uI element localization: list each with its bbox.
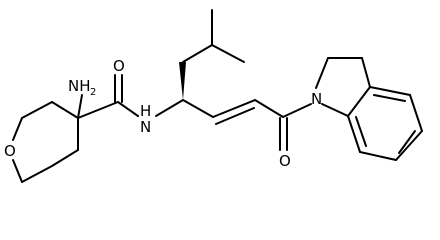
benzene-ring xyxy=(347,86,423,161)
ring-bond xyxy=(12,159,23,183)
amide-nitrogen-label: N xyxy=(140,118,151,136)
indoline-nitrogen-label: N xyxy=(311,90,322,108)
aromatic-inner-bond xyxy=(398,130,416,154)
alkene-double-bond xyxy=(215,107,255,125)
ring-bond xyxy=(21,101,53,119)
vinyl-single-bond xyxy=(182,99,214,118)
stereo-wedge-bond xyxy=(179,62,186,100)
amine-subscript: 2 xyxy=(90,87,96,98)
alkene-double-bond xyxy=(212,99,256,118)
ketone-chain-bond xyxy=(254,99,284,118)
ketone-oxygen-label: O xyxy=(279,152,291,170)
nh-stereocenter-bond xyxy=(155,99,184,117)
ring-bond xyxy=(51,149,79,167)
ring-bond xyxy=(347,86,371,117)
ring-oxygen-label: O xyxy=(4,142,16,160)
isobutyl-methyl-bond xyxy=(211,44,245,63)
ring-bond xyxy=(21,165,53,183)
aromatic-inner-bond xyxy=(373,94,406,102)
isobutyl-bond xyxy=(182,44,213,63)
ring-bond xyxy=(315,57,329,89)
ring-bond xyxy=(321,103,349,117)
amide-cn-bond xyxy=(117,101,139,117)
amine-bond xyxy=(77,94,83,119)
ring-bond xyxy=(12,117,23,141)
ring-bond xyxy=(409,94,423,132)
ring-bond xyxy=(51,101,79,119)
indoline-five-ring xyxy=(315,57,371,117)
aromatic-inner-bond xyxy=(355,116,367,147)
ring-bond xyxy=(369,86,411,96)
ring-bond xyxy=(359,151,397,161)
amide-oxygen-label: O xyxy=(113,57,125,75)
tetrahydropyran-ring xyxy=(12,101,79,183)
amine-label: NH xyxy=(68,77,91,95)
ring-bond xyxy=(347,115,361,153)
ring-bond xyxy=(395,130,423,161)
amide-nh-h-label: H xyxy=(140,102,151,120)
amide-indoline-bond xyxy=(282,103,312,118)
amide-carbon-bond xyxy=(77,101,119,119)
chemical-structure: NH 2 O O H N O N xyxy=(4,9,423,183)
ring-bond xyxy=(361,57,371,88)
